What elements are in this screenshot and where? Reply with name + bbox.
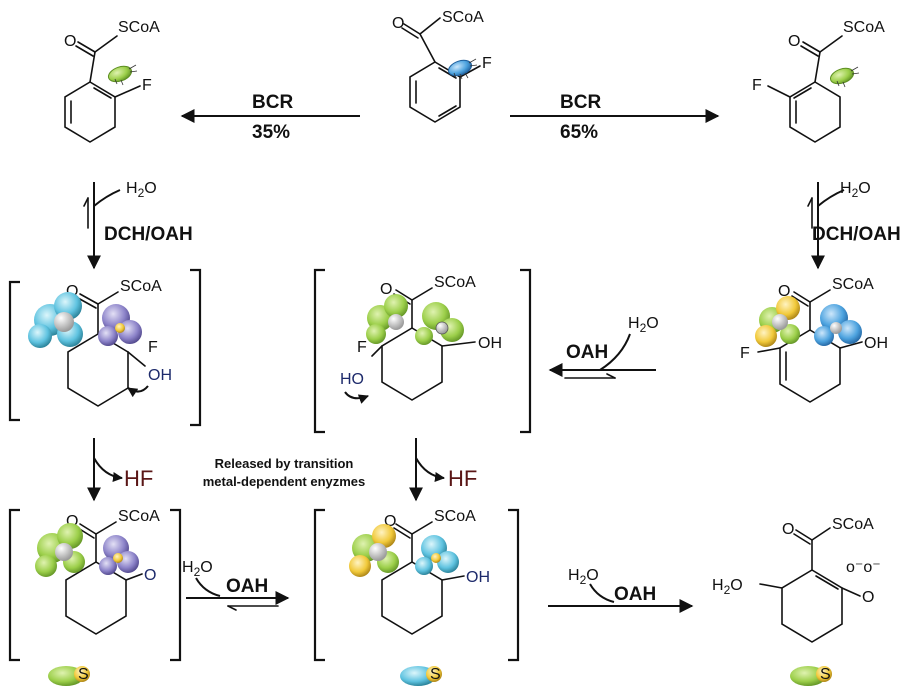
svg-text:OAH: OAH: [566, 342, 608, 363]
arrow-dch-oah-right: H2O DCH/OAH: [807, 180, 901, 270]
intermediate-bottom-center-hydroxy: O SCoA OH S: [313, 508, 520, 686]
substrate-fluorobenzoyl-coa: O SCoA F: [392, 9, 492, 123]
metal-cluster-icon: [431, 553, 441, 563]
svg-text:OH: OH: [864, 335, 888, 352]
product-right-diene: O SCoA F: [752, 19, 885, 143]
scoa-label: SCoA: [118, 19, 160, 36]
enzyme-small-icon: S: [790, 666, 832, 686]
svg-text:H2O: H2O: [628, 315, 659, 335]
enzyme-small-icon: S: [48, 666, 90, 686]
svg-text:H2O: H2O: [182, 559, 213, 579]
enzyme-bug-icon: [829, 66, 860, 88]
svg-text:O: O: [144, 567, 156, 584]
intermediate-left-fluorohydrin: O SCoA F OH: [8, 268, 202, 427]
arrow-oah-bottom-right: H2O OAH: [548, 567, 694, 613]
product-bottom-right: O SCoA H2O O o⁻o⁻ S: [712, 516, 881, 686]
intermediate-bottom-left-ketone: O SCoA O S: [8, 508, 182, 686]
svg-text:F: F: [142, 77, 152, 94]
svg-text:F: F: [752, 77, 762, 94]
arrow-hf-left: HF: [87, 438, 153, 502]
intermediate-center-diol: O SCoA F OH HO: [313, 268, 532, 434]
enzyme-blob-icon: [35, 523, 139, 577]
svg-text:S: S: [430, 666, 441, 683]
enzyme-blob-icon: [28, 292, 142, 348]
note-transition-metal: Released by transition metal-dependent e…: [203, 456, 366, 489]
intermediate-right-fluoro-enol: O SCoA F OH: [740, 276, 888, 403]
svg-text:Released by transition: Released by transition: [215, 456, 354, 471]
oxo-anion-label: o⁻o⁻: [846, 559, 881, 576]
scoa-label: SCoA: [434, 508, 476, 525]
arrow-dch-oah-left: H2O DCH/OAH: [83, 180, 193, 270]
enzyme-small-icon: S: [400, 666, 442, 686]
svg-text:H2O: H2O: [126, 180, 157, 200]
svg-text:65%: 65%: [560, 122, 598, 143]
scoa-label: SCoA: [120, 278, 162, 295]
svg-text:H2O: H2O: [568, 567, 599, 587]
svg-text:OAH: OAH: [614, 584, 656, 605]
enzyme-blob-icon: [349, 524, 459, 577]
enzyme-bug-icon: [447, 58, 478, 80]
svg-text:HF: HF: [448, 466, 477, 491]
svg-text:OH: OH: [466, 569, 490, 586]
svg-text:H2O: H2O: [840, 180, 871, 200]
svg-text:OH: OH: [478, 335, 502, 352]
svg-text:DCH/OAH: DCH/OAH: [104, 224, 193, 245]
scoa-label: SCoA: [843, 19, 885, 36]
metal-cluster-icon: [115, 323, 125, 333]
scoa-label: SCoA: [434, 274, 476, 291]
svg-text:O: O: [788, 33, 800, 50]
svg-text:BCR: BCR: [252, 92, 293, 113]
svg-text:OAH: OAH: [226, 576, 268, 597]
metal-cluster-icon: [435, 321, 449, 335]
scoa-label: SCoA: [442, 9, 484, 26]
metal-cluster-icon: [113, 553, 123, 563]
svg-text:35%: 35%: [252, 122, 290, 143]
arrow-oah-bottom-left: H2O OAH: [182, 559, 290, 611]
product-left-diene: O SCoA F: [64, 19, 160, 143]
arrow-bcr-left: BCR 35%: [180, 92, 360, 143]
svg-text:O: O: [380, 281, 392, 298]
scoa-label: SCoA: [832, 276, 874, 293]
fluorine-label: F: [482, 55, 492, 72]
svg-text:S: S: [820, 666, 831, 683]
scoa-label: SCoA: [832, 516, 874, 533]
enzyme-blob-icon: [366, 294, 464, 345]
svg-text:DCH/OAH: DCH/OAH: [812, 224, 901, 245]
svg-text:HO: HO: [340, 371, 364, 388]
arrow-bcr-right: BCR 65%: [510, 92, 720, 143]
svg-text:BCR: BCR: [560, 92, 601, 113]
svg-text:S: S: [78, 666, 89, 683]
svg-text:O: O: [782, 521, 794, 538]
svg-text:H2O: H2O: [712, 577, 743, 597]
enzyme-blob-icon: [755, 296, 862, 347]
svg-text:F: F: [357, 339, 367, 356]
arrow-oah-middle: H2O OAH: [548, 315, 659, 379]
oxygen-label: O: [392, 15, 404, 32]
arrow-hf-center: HF: [409, 438, 477, 502]
scoa-label: SCoA: [118, 508, 160, 525]
metal-cluster-icon: [830, 322, 842, 334]
svg-text:metal-dependent enyzmes: metal-dependent enyzmes: [203, 474, 366, 489]
svg-text:F: F: [740, 345, 750, 362]
svg-text:OH: OH: [148, 367, 172, 384]
svg-text:O: O: [862, 589, 874, 606]
svg-text:O: O: [64, 33, 76, 50]
svg-text:F: F: [148, 339, 158, 356]
svg-text:HF: HF: [124, 466, 153, 491]
svg-text:O: O: [778, 283, 790, 300]
enzyme-bug-icon: [107, 64, 138, 86]
